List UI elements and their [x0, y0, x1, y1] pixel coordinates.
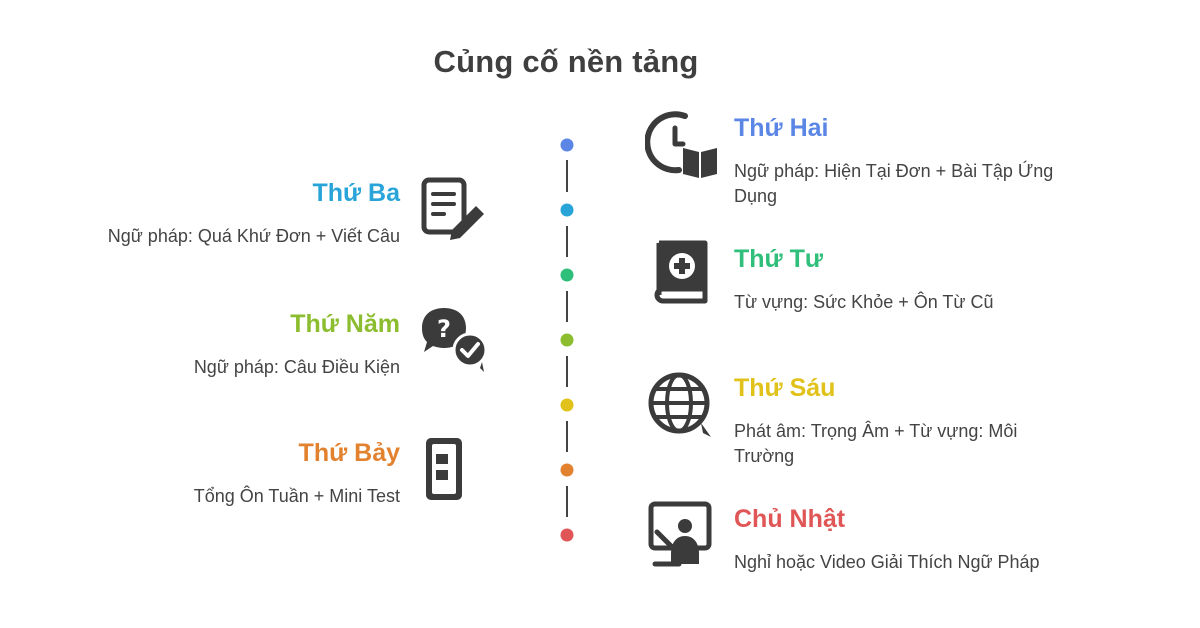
desc-thu-tu: Từ vựng: Sức Khỏe + Ôn Từ Cũ [734, 292, 994, 312]
medical-book-icon [645, 237, 719, 311]
globe-icon [645, 367, 719, 441]
desc-thu-sau: Phát âm: Trọng Âm + Từ vựng: Môi Trường [734, 421, 1018, 466]
svg-text:?: ? [437, 315, 451, 343]
timeline-dot-thu-tu [560, 268, 574, 282]
entry-thu-hai: Thứ Hai Ngữ pháp: Hiện Tại Đơn + Bài Tập… [734, 114, 1064, 209]
day-label-thu-nam: Thứ Năm [290, 310, 400, 338]
desc-thu-nam: Ngữ pháp: Câu Điều Kiện [193, 357, 400, 377]
day-label-thu-ba: Thứ Ba [312, 179, 400, 207]
day-label-chu-nhat: Chủ Nhật [734, 505, 846, 533]
timeline-dot-thu-ba [560, 203, 574, 217]
desc-thu-ba: Ngữ pháp: Quá Khứ Đơn + Viết Câu [107, 226, 400, 246]
day-label-thu-bay: Thứ Bảy [298, 439, 400, 467]
entry-thu-ba: Thứ Ba Ngữ pháp: Quá Khứ Đơn + Viết Câu [100, 179, 400, 249]
timeline-dot-chu-nhat [560, 528, 574, 542]
desc-chu-nhat: Nghỉ hoặc Video Giải Thích Ngữ Pháp [734, 552, 1040, 572]
day-label-thu-hai: Thứ Hai [734, 114, 829, 142]
video-lesson-icon [645, 498, 719, 572]
entry-thu-nam: Thứ Năm Ngữ pháp: Câu Điều Kiện [100, 310, 400, 380]
entry-thu-bay: Thứ Bảy Tổng Ôn Tuần + Mini Test [100, 439, 400, 509]
document-pencil-icon [414, 172, 488, 246]
entry-chu-nhat: Chủ Nhật Nghỉ hoặc Video Giải Thích Ngữ … [734, 505, 1114, 575]
entry-thu-sau: Thứ Sáu Phát âm: Trọng Âm + Từ vựng: Môi… [734, 374, 1064, 469]
desc-thu-hai: Ngữ pháp: Hiện Tại Đơn + Bài Tập Ứng Dụn… [734, 161, 1054, 206]
entry-thu-tu: Thứ Tư Từ vựng: Sức Khỏe + Ôn Từ Cũ [734, 245, 1064, 315]
timeline-dot-thu-bay [560, 463, 574, 477]
day-label-thu-sau: Thứ Sáu [734, 374, 836, 402]
day-label-thu-tu: Thứ Tư [734, 245, 823, 273]
timeline-dot-thu-sau [560, 398, 574, 412]
timeline-dot-thu-nam [560, 333, 574, 347]
desc-thu-bay: Tổng Ôn Tuần + Mini Test [193, 486, 400, 506]
mobile-test-icon [416, 432, 490, 506]
question-check-chat-icon: ? [418, 302, 492, 376]
clock-book-icon [645, 108, 719, 182]
timeline-dot-thu-hai [560, 138, 574, 152]
diagram-title: Củng cố nền tảng [433, 44, 699, 79]
